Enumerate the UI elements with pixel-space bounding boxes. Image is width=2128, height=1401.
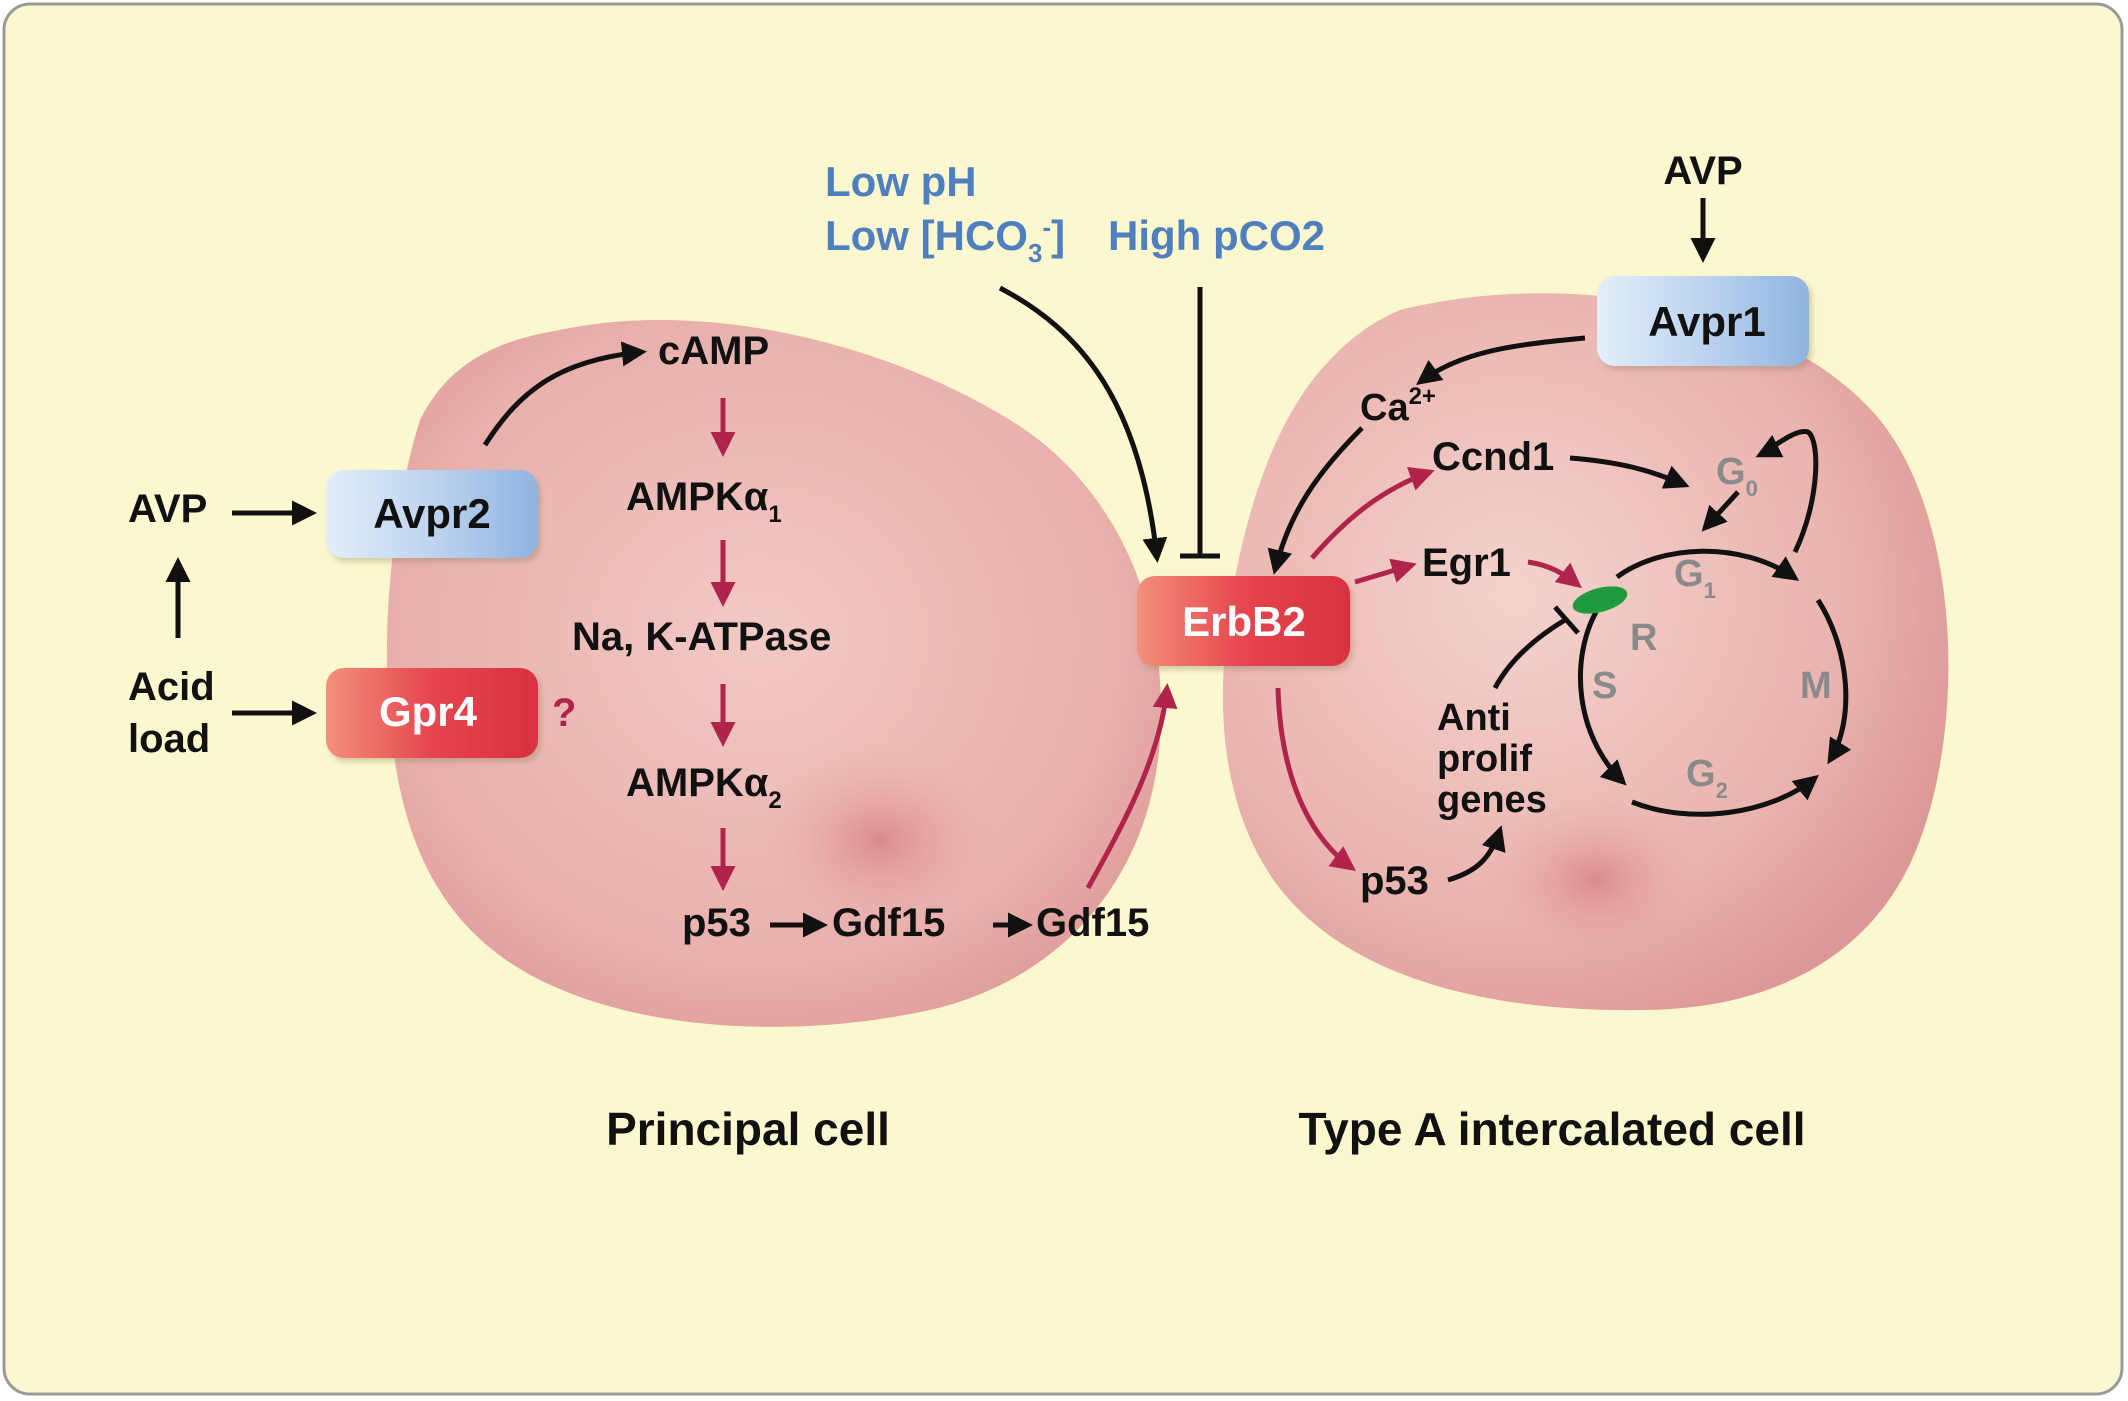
cycle-m-label: M	[1800, 665, 1832, 707]
antiprolif-label-1: Anti	[1437, 697, 1511, 739]
gpr4-box	[326, 668, 538, 758]
arrow-low-ph-to-erbb2	[998, 285, 1168, 563]
inhibit-antiprolif-bar	[1553, 605, 1580, 635]
arrow-p53-to-antiprolif	[1447, 825, 1506, 883]
env-low-hco3: Low [HCO3-]	[825, 212, 1065, 268]
arrow-erbb2-to-ccnd1	[1310, 467, 1435, 560]
arrow-egr1-to-rpoint	[1527, 559, 1582, 589]
gdf15-outer-label: Gdf15	[1036, 901, 1149, 945]
avpr2-box	[326, 470, 538, 558]
p53-label-right: p53	[1360, 859, 1429, 903]
cycle-s-label: S	[1592, 665, 1617, 707]
arrow-gdf15-to-erbb2	[1085, 683, 1178, 890]
intercalated-cell-caption: Type A intercalated cell	[1298, 1103, 1805, 1155]
env-low-ph: Low pH	[825, 158, 977, 205]
principal-cell-nucleus-shade	[760, 745, 1000, 935]
egr1-label: Egr1	[1422, 541, 1511, 585]
env-high-pco2: High pCO2	[1108, 212, 1325, 259]
principal-cell-caption: Principal cell	[606, 1103, 890, 1155]
antiprolif-label-3: genes	[1437, 779, 1547, 821]
ccnd1-label: Ccnd1	[1432, 435, 1554, 479]
acid-load-label-1: Acid	[128, 665, 215, 709]
ampk-alpha2-label: AMPKα2	[626, 761, 782, 814]
arrow-ca-to-erbb2	[1267, 426, 1364, 575]
camp-label: cAMP	[658, 329, 769, 373]
arrow-ccnd1-to-g0	[1569, 455, 1690, 489]
na-k-atpase-label: Na, K-ATPase	[572, 615, 831, 659]
cycle-g1-label: G1	[1674, 553, 1716, 603]
erbb2-label: ErbB2	[1182, 598, 1306, 645]
ampk-alpha1-label: AMPKα1	[626, 475, 782, 528]
avp-label-right: AVP	[1663, 149, 1742, 193]
avp-label-left: AVP	[128, 487, 207, 531]
arrow-cycle-to-g0	[1755, 429, 1819, 554]
intercalated-cell-body	[1222, 293, 1949, 1011]
cycle-g2-label: G2	[1686, 753, 1728, 803]
cycle-arc-right	[1815, 598, 1852, 765]
arrow-avpr1-to-ca	[1415, 335, 1586, 385]
erbb2-box	[1137, 576, 1350, 666]
antiprolif-label-2: prolif	[1437, 738, 1532, 780]
restriction-point-marker	[1572, 586, 1628, 614]
arrow-erbb2-to-p53	[1275, 687, 1357, 871]
cycle-arc-left	[1577, 610, 1627, 786]
gpr4-question-mark: ?	[552, 691, 576, 735]
gpr4-label: Gpr4	[379, 688, 478, 735]
avpr2-label: Avpr2	[373, 490, 491, 537]
arrow-g0-to-g1	[1701, 490, 1740, 532]
cycle-g0-label: G0	[1716, 451, 1758, 501]
arrow-avpr2-to-camp	[482, 341, 647, 447]
cycle-arc-top	[1615, 548, 1800, 581]
p53-label-left: p53	[682, 901, 751, 945]
intercalated-cell-nucleus-shade	[1485, 795, 1705, 965]
acid-load-label-2: load	[128, 717, 210, 761]
inhibit-antiprolif-line	[1492, 617, 1567, 690]
calcium-label: Ca2+	[1360, 383, 1436, 429]
cycle-arc-bottom	[1631, 774, 1819, 817]
avpr1-box	[1597, 276, 1809, 366]
gdf15-inner-label: Gdf15	[832, 901, 945, 945]
cycle-r-label: R	[1630, 617, 1657, 659]
avpr1-label: Avpr1	[1648, 298, 1766, 345]
arrow-erbb2-to-egr1	[1354, 558, 1417, 585]
